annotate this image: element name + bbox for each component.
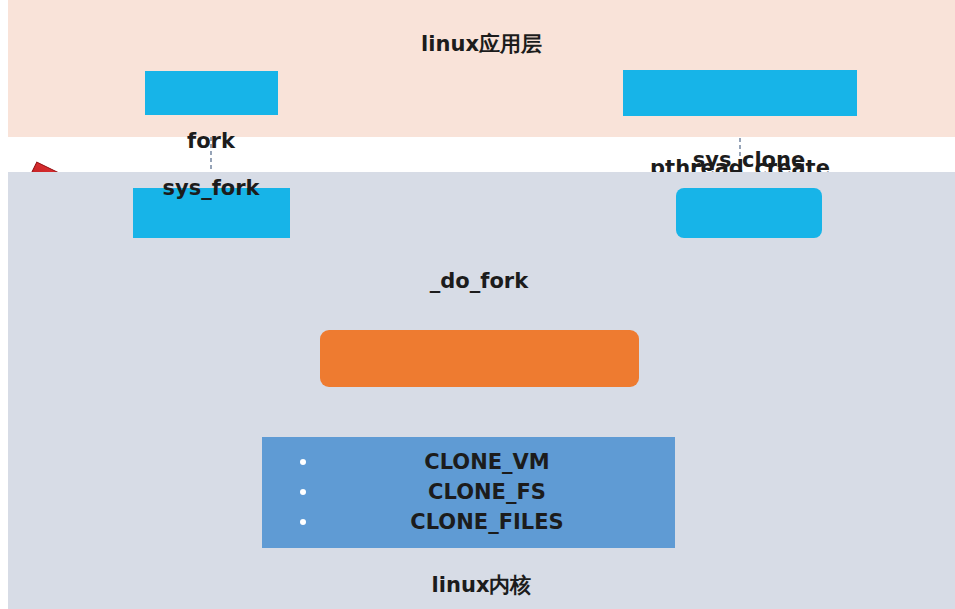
function-box: _do_fork [320,330,639,387]
layer-band: linux内核 sys_fork sys_clone _do_forkCLONE_VM… [8,172,955,609]
list-item: CLONE_VM [300,447,675,477]
flag-text: CLONE_FS [300,480,675,504]
bullet-dot [300,519,306,525]
box-label: _do_fork [320,269,639,293]
layer-title: linux应用层 [8,30,955,58]
list-item: CLONE_FILES [300,507,675,537]
flag-text: CLONE_VM [300,450,675,474]
box-label: fork [145,129,278,153]
box-label: sys_fork [133,176,290,200]
bullet-dot [300,459,306,465]
layer-band: linux应用层 fork pthread_create [8,0,955,137]
syscall-box: sys_fork [133,188,290,238]
bullet-dot [300,489,306,495]
syscall-box: sys_clone [676,188,822,238]
process-box: fork [145,71,278,115]
flag-text: CLONE_FILES [300,510,675,534]
list-item: CLONE_FS [300,477,675,507]
layer-title: linux内核 [8,571,955,599]
process-box: pthread_create [623,70,857,116]
flag-list-box: CLONE_VM CLONE_FS CLONE_FILES [262,437,675,548]
box-label: sys_clone [676,148,822,172]
